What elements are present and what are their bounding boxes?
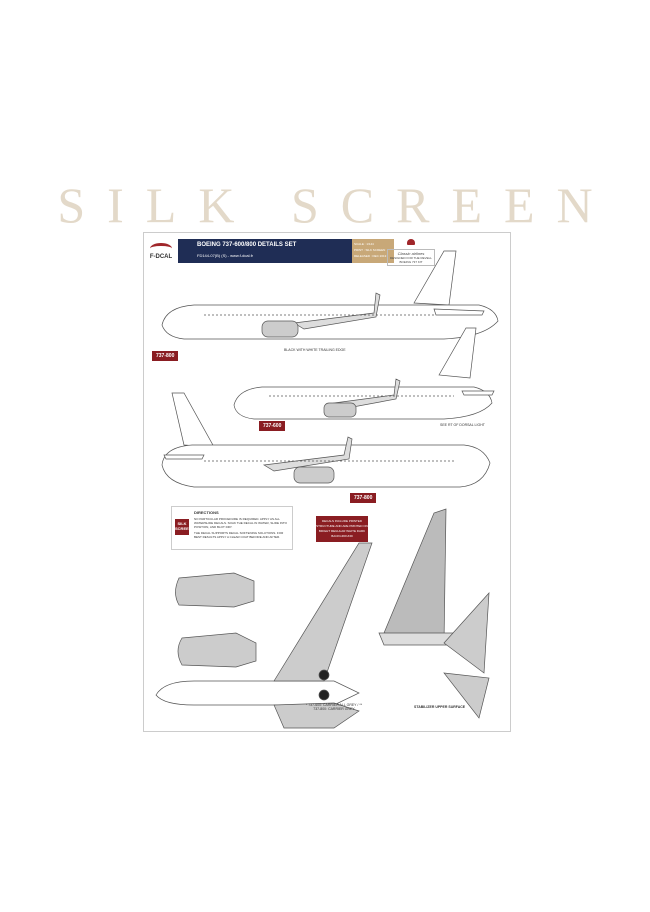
wing-detail (378, 508, 475, 646)
gear-footnote: * 737-600: CARRIER ALL GREY / ** 737-800… (305, 703, 363, 711)
winglet-callout: BLACK WITH WHITE TRAILING EDGE (284, 348, 346, 352)
variant-tag-737-800-top: 737-800 (152, 351, 179, 361)
meta-scale: SCALE : 1/144 (354, 242, 374, 246)
carrier-name: Classic airlines (397, 251, 425, 256)
stabilizer-detail (443, 592, 490, 719)
carrier-note: DESIGNED FOR THE REVELL BOEING 737 KIT (390, 256, 432, 264)
directions-box: SILK SCREEN DIRECTIONS NO PARTICULAR PRO… (171, 506, 293, 550)
silk-screen-badge: SILK SCREEN (175, 519, 192, 535)
stabilizer-caption: STABILIZER UPPER SURFACE (414, 705, 466, 709)
banner-subtitle: FD144-07(B) (S) - www.f-dcal.fr (197, 253, 254, 258)
variant-tag-737-800-bottom: 737-800 (350, 493, 377, 503)
sheet-heading: SILK SCREEN (57, 177, 615, 233)
meta-release: RELEASED : DEC 2013 (354, 254, 387, 258)
printing-notice: DECALS INCLUDE PRINTED STRUCTURE AND ARE… (316, 516, 368, 542)
aircraft-top-view (155, 542, 373, 729)
directions-p2: THE DECAL SUPPORTS DECAL SOFTENING SOLUT… (194, 531, 284, 539)
aircraft-drawings (155, 250, 499, 729)
crown-icon (407, 239, 415, 245)
carrier-box: Classic airlines DESIGNED FOR THE REVELL… (387, 239, 435, 266)
directions-title: DIRECTIONS (194, 510, 219, 515)
engine-detail-views (175, 572, 257, 668)
brand-logo: F-DCAL (144, 239, 178, 263)
banner-title: BOEING 737-600/800 DETAILS SET (197, 242, 297, 248)
directions-p1: NO PARTICULAR PROCEDURE IS REQUIRED. APP… (194, 517, 287, 529)
aircraft-737-800-side (161, 250, 499, 340)
meta-print: PRINT : SILK SCREEN (354, 248, 386, 252)
decal-sheet: BOEING 737-600/800 DETAILS SET FD144-07(… (143, 232, 511, 732)
variant-tag-737-600: 737-600 (259, 421, 286, 431)
aircraft-737-600-side (233, 327, 495, 420)
product-banner: BOEING 737-600/800 DETAILS SET FD144-07(… (162, 239, 352, 263)
aircraft-737-800-side-right (161, 392, 491, 488)
dorsal-callout: SEE RT OF DORSAL LIGHT (440, 423, 485, 427)
